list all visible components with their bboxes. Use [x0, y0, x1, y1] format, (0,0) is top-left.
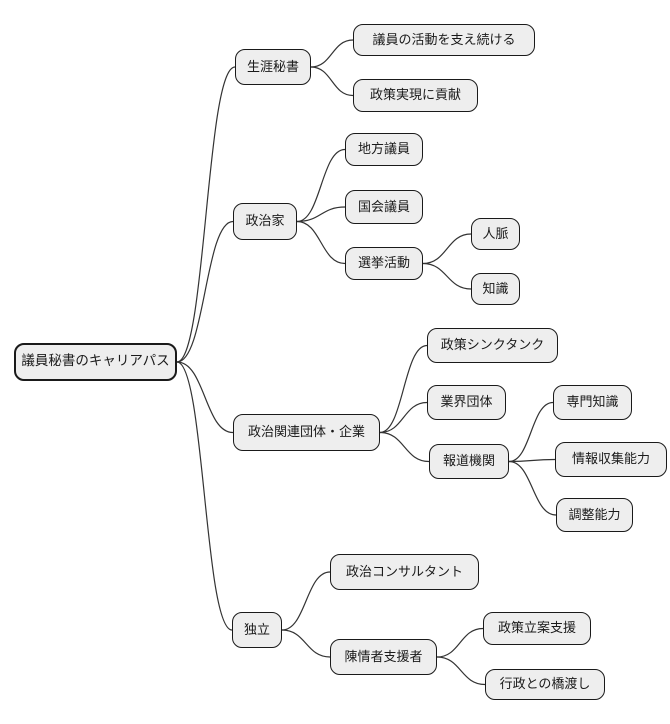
node-petitioner-supporter: 陳情者支援者 [330, 639, 437, 675]
edge-root-to-politician [176, 220, 234, 363]
node-local-assembly-member: 地方議員 [345, 133, 423, 166]
edge-independent-to-consultant [281, 571, 331, 631]
edge-media-to-coordination [508, 460, 557, 516]
node-lifetime-secretary: 生涯秘書 [235, 49, 311, 85]
node-contribute-policy-realization: 政策実現に貢献 [353, 79, 478, 112]
node-independence: 独立 [232, 612, 282, 648]
node-policy-thinktank: 政策シンクタンク [427, 328, 558, 363]
edge-lifetime-to-support [310, 39, 354, 68]
edge-petitioner-to-bridge [436, 656, 486, 686]
edge-election-to-knowledge [422, 262, 472, 290]
node-bridge-to-administration: 行政との橋渡し [485, 669, 605, 700]
node-industry-association: 業界団体 [427, 385, 506, 420]
edge-media-to-infogather [508, 458, 556, 463]
node-root-career-path: 議員秘書のキャリアパス [14, 343, 177, 381]
node-election-campaign: 選挙活動 [345, 247, 423, 280]
edge-root-to-lifetime [176, 66, 236, 363]
node-policy-planning-support: 政策立案支援 [483, 612, 591, 645]
node-keep-supporting-legislator: 議員の活動を支え続ける [353, 24, 535, 56]
edge-independent-to-petitioner [281, 629, 331, 658]
node-knowledge: 知識 [471, 273, 520, 305]
node-politician: 政治家 [233, 203, 297, 240]
node-diet-member: 国会議員 [345, 190, 423, 224]
node-coordination-ability: 調整能力 [556, 498, 633, 532]
edge-politician-to-local [296, 148, 346, 223]
edge-org-to-thinktank [379, 344, 428, 434]
edge-lifetime-to-policy_contrib [310, 66, 354, 97]
edge-politician-to-election [296, 220, 346, 265]
edge-root-to-independent [176, 361, 233, 631]
node-political-consultant: 政治コンサルタント [330, 554, 479, 590]
edge-org-to-media [379, 431, 430, 463]
edge-root-to-org [176, 361, 234, 434]
node-personal-connections: 人脈 [471, 218, 520, 250]
edge-petitioner-to-policy_support [436, 627, 484, 658]
node-info-gathering-ability: 情報収集能力 [555, 442, 667, 477]
edge-org-to-industry [379, 401, 428, 434]
node-expert-knowledge: 専門知識 [553, 385, 632, 420]
edge-politician-to-diet [296, 206, 346, 223]
node-media-organization: 報道機関 [429, 444, 509, 479]
edge-media-to-expertise [508, 401, 554, 463]
edge-election-to-connections [422, 233, 472, 265]
node-political-orgs-companies: 政治関連団体・企業 [233, 414, 380, 451]
